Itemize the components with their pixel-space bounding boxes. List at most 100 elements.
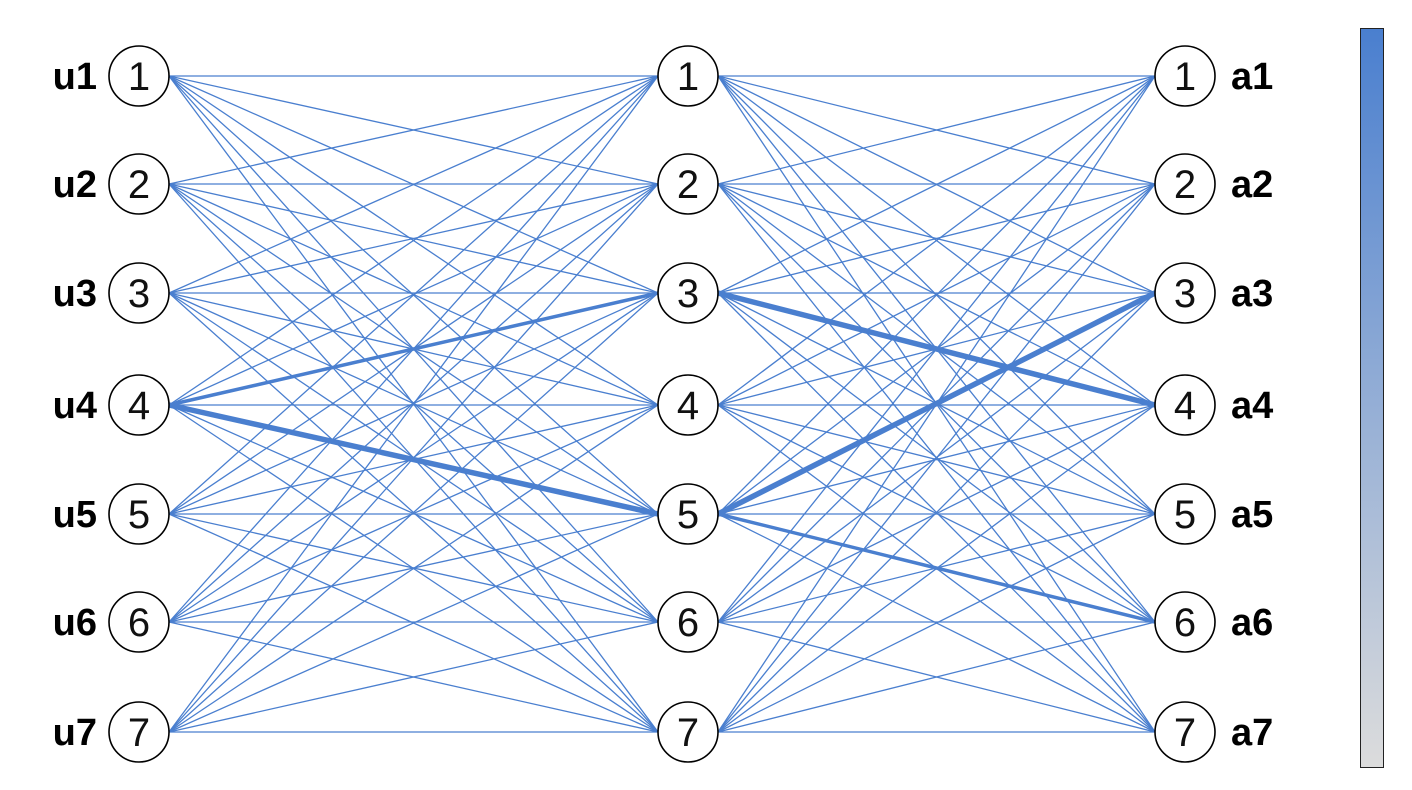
node-number: 2 [677, 163, 699, 207]
edge-input-4-to-hidden-1 [168, 75, 659, 406]
node-input-5: 5 [108, 483, 170, 545]
node-hidden-3: 3 [657, 262, 719, 324]
node-circle [1154, 262, 1216, 324]
node-number: 7 [1174, 711, 1196, 755]
edge-hidden-5-to-output-3-highlighted [715, 290, 1158, 517]
node-output-5: 5 [1154, 483, 1216, 545]
node-output-4: 4 [1154, 374, 1216, 436]
edge-hidden-7-to-output-6 [717, 621, 1156, 733]
node-hidden-1: 1 [657, 45, 719, 107]
node-input-4: 4 [108, 374, 170, 436]
row-label-u2: u2 [53, 164, 97, 206]
edge-hidden-7-to-output-3 [717, 292, 1156, 733]
edge-input-5-to-hidden-1 [168, 75, 659, 515]
edge-hidden-7-to-output-2 [717, 183, 1156, 733]
row-label-a6: a6 [1231, 602, 1273, 644]
row-label-u6: u6 [53, 602, 97, 644]
row-label-a2: a2 [1231, 164, 1273, 206]
edge-hidden-4-to-output-1 [717, 75, 1156, 406]
node-circle [108, 153, 170, 215]
node-hidden-6: 6 [657, 591, 719, 653]
edge-hidden-6-to-output-4 [717, 404, 1156, 623]
row-label-u7: u7 [53, 712, 97, 754]
node-input-3: 3 [108, 262, 170, 324]
nodes-group: 1 2 3 4 5 6 7 1 2 3 4 5 6 7 1 2 3 4 5 6 7 [108, 45, 1216, 763]
node-output-1: 1 [1154, 45, 1216, 107]
edge-input-4-to-hidden-3-highlighted [167, 291, 660, 407]
node-hidden-5: 5 [657, 483, 719, 545]
node-number: 2 [128, 163, 150, 207]
node-circle [657, 45, 719, 107]
row-label-a4: a4 [1231, 385, 1273, 427]
node-number: 1 [1174, 55, 1196, 99]
node-number: 6 [128, 601, 150, 645]
edge-hidden-5-to-output-4 [717, 404, 1156, 515]
node-circle [657, 153, 719, 215]
node-number: 3 [677, 272, 699, 316]
row-label-a7: a7 [1231, 712, 1273, 754]
node-circle [1154, 701, 1216, 763]
row-label-u4: u4 [53, 385, 97, 427]
node-number: 5 [128, 493, 150, 537]
edges-group [166, 75, 1158, 733]
node-circle [657, 591, 719, 653]
node-number: 5 [677, 493, 699, 537]
node-circle [657, 374, 719, 436]
node-circle [108, 483, 170, 545]
node-input-6: 6 [108, 591, 170, 653]
node-circle [108, 374, 170, 436]
node-number: 4 [677, 384, 699, 428]
edge-input-7-to-hidden-3 [168, 292, 659, 733]
node-circle [1154, 153, 1216, 215]
edge-input-2-to-hidden-1 [168, 75, 659, 185]
edge-input-3-to-hidden-1 [168, 75, 659, 294]
node-circle [1154, 591, 1216, 653]
node-number: 6 [1174, 601, 1196, 645]
node-input-1: 1 [108, 45, 170, 107]
row-label-a1: a1 [1231, 56, 1273, 98]
node-output-2: 2 [1154, 153, 1216, 215]
node-circle [108, 701, 170, 763]
node-circle [1154, 45, 1216, 107]
node-number: 7 [128, 711, 150, 755]
edge-input-4-to-hidden-5-highlighted [166, 402, 661, 517]
node-circle [1154, 483, 1216, 545]
edge-hidden-3-to-output-2 [717, 183, 1156, 294]
edge-input-3-to-hidden-2 [168, 183, 659, 294]
node-output-7: 7 [1154, 701, 1216, 763]
edge-hidden-5-to-output-1 [717, 75, 1156, 515]
row-label-a5: a5 [1231, 494, 1273, 536]
row-label-a3: a3 [1231, 273, 1273, 315]
row-label-u5: u5 [53, 494, 97, 536]
node-circle [657, 701, 719, 763]
node-circle [108, 591, 170, 653]
node-circle [108, 262, 170, 324]
colorbar [1360, 28, 1384, 768]
node-hidden-7: 7 [657, 701, 719, 763]
node-output-6: 6 [1154, 591, 1216, 653]
node-input-2: 2 [108, 153, 170, 215]
node-number: 4 [128, 384, 150, 428]
node-circle [1154, 374, 1216, 436]
edge-input-7-to-hidden-6 [168, 621, 659, 733]
edge-hidden-3-to-output-4-highlighted [715, 290, 1158, 408]
node-number: 3 [1174, 272, 1196, 316]
node-circle [108, 45, 170, 107]
node-number: 1 [677, 55, 699, 99]
edge-input-7-to-hidden-4 [168, 404, 659, 733]
edge-input-6-to-hidden-4 [168, 404, 659, 623]
node-number: 7 [677, 711, 699, 755]
edge-hidden-5-to-output-6-highlighted [716, 512, 1157, 624]
node-number: 5 [1174, 493, 1196, 537]
node-output-3: 3 [1154, 262, 1216, 324]
node-hidden-2: 2 [657, 153, 719, 215]
node-number: 2 [1174, 163, 1196, 207]
edge-input-7-to-hidden-5 [168, 513, 659, 733]
edge-hidden-2-to-output-1 [717, 75, 1156, 185]
edge-hidden-7-to-output-5 [717, 513, 1156, 733]
node-circle [657, 262, 719, 324]
node-input-7: 7 [108, 701, 170, 763]
edge-input-7-to-hidden-1 [168, 75, 659, 733]
